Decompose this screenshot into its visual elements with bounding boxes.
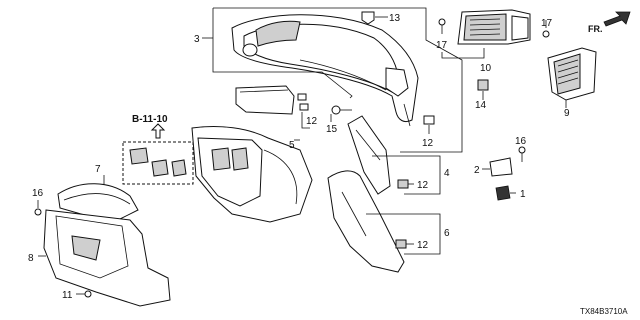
trim-garnish-5[interactable] [235,85,300,141]
label-9: 9 [564,108,570,119]
label-8: 8 [28,253,34,264]
lower-panel[interactable] [191,125,313,223]
label-12-upper: 12 [306,116,318,127]
clip-14[interactable] [477,79,489,100]
front-direction-arrow [603,11,631,27]
screw-11[interactable] [76,290,92,298]
label-16-left: 16 [32,188,44,199]
air-vent-10[interactable] [457,9,531,45]
label-17-left: 17 [436,40,448,51]
label-16-right: 16 [515,136,527,147]
label-12-mid: 12 [422,138,434,149]
label-5: 5 [289,140,295,151]
screw-15[interactable] [330,105,352,122]
instrument-panel-cover[interactable] [231,14,419,127]
label-11: 11 [62,290,73,301]
air-vent-9[interactable] [547,47,597,108]
label-1: 1 [520,189,526,200]
clip-12-lower[interactable] [395,239,414,249]
clip-12-mid[interactable] [423,115,435,134]
screw-17-right[interactable] [542,20,550,38]
leader-lines-10 [441,48,485,59]
drawing-code: TX84B3710A [580,307,628,316]
label-4: 4 [444,168,450,179]
label-2: 2 [474,165,480,176]
label-13: 13 [389,13,401,24]
label-14: 14 [475,100,487,111]
clips-12-upper[interactable] [297,93,310,129]
direction-label: FR. [588,24,603,34]
leader-lines-3 [202,7,463,153]
label-3: 3 [194,34,200,45]
column-cover-8[interactable] [38,209,171,307]
label-17-right: 17 [541,18,553,29]
side-cover-4[interactable] [347,115,441,195]
reference-box [122,123,194,185]
label-12-lower: 12 [417,240,429,251]
screw-16-right[interactable] [518,146,526,162]
clip-13[interactable] [361,11,388,25]
knee-panel-6[interactable] [327,170,441,273]
clip-12-side[interactable] [397,179,414,189]
screw-16-left[interactable] [34,200,42,216]
label-10: 10 [480,63,492,74]
clip-1[interactable] [495,185,516,201]
bracket-2[interactable] [482,157,513,177]
reference-label: B-11-10 [132,114,168,125]
screw-17-left[interactable] [438,18,446,34]
label-7: 7 [95,164,101,175]
label-12-side: 12 [417,180,429,191]
label-6: 6 [444,228,450,239]
label-15: 15 [326,124,338,135]
